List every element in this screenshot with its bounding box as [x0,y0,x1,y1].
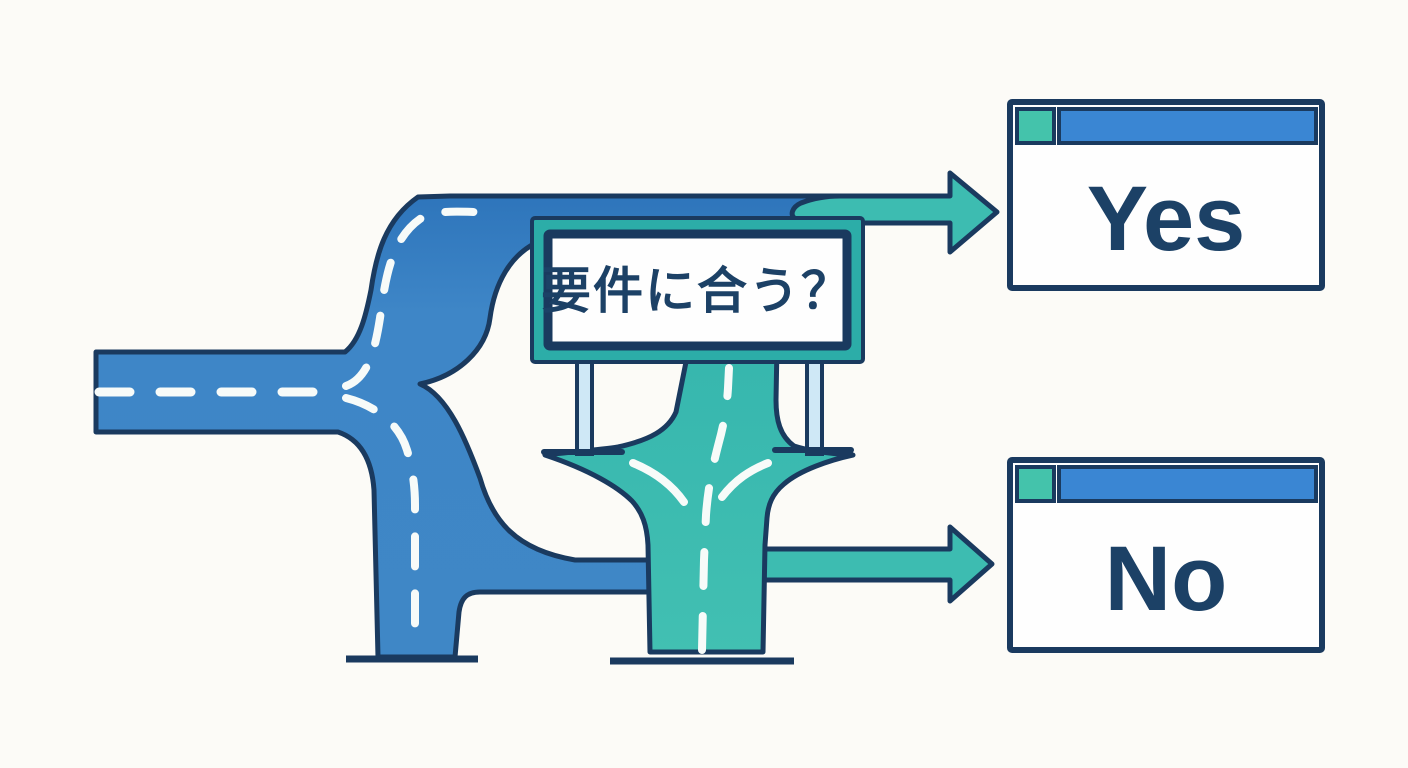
yes-window-control-square [1015,107,1056,145]
no-window-control-square [1015,465,1056,503]
sign-post-right [805,356,824,456]
sign-panel [543,229,852,351]
teal-road-lane-dashes [698,364,733,654]
decision-sign: 要件に合う？ [530,216,865,364]
no-arrow [737,524,995,604]
yes-window: Yes [1007,99,1325,291]
no-window-title-bar [1057,465,1318,503]
no-label: No [1105,528,1228,630]
lower-branch-lane-dashes [342,394,419,649]
sign-question-label: 要件に合う？ [541,263,853,319]
no-window-frame [1007,457,1325,653]
blue-road-shape [93,193,845,660]
teal-fork-dash-right [718,459,772,501]
sign-post-left [575,356,594,456]
yes-window-frame [1007,99,1325,291]
blue-road [93,193,845,663]
yes-window-title-bar [1057,107,1318,145]
no-window: No [1007,457,1325,653]
upper-branch-lane-dashes [342,207,482,390]
teal-fork-dash-left [629,459,688,506]
yes-label: Yes [1087,168,1246,270]
